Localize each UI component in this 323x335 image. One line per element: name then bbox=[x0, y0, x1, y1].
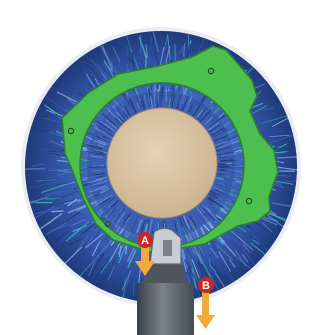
iris-fiber bbox=[24, 169, 45, 170]
marker-a-label: A bbox=[141, 235, 149, 247]
marker-b-arrow-shaft bbox=[202, 290, 209, 316]
inner-iris-fiber bbox=[89, 167, 106, 168]
instrument-handle bbox=[137, 283, 194, 335]
inner-iris-fiber bbox=[157, 96, 158, 109]
instrument-slot bbox=[163, 240, 172, 256]
marker-b-label: B bbox=[202, 280, 210, 292]
inner-iris-fiber bbox=[219, 167, 231, 168]
marker-b-arrow-head bbox=[196, 315, 215, 329]
inner-iris-fiber bbox=[164, 99, 165, 107]
marker-b: B bbox=[196, 277, 215, 329]
inner-iris-fiber bbox=[153, 223, 154, 231]
pupil bbox=[107, 108, 217, 218]
inner-iris-fiber bbox=[218, 170, 226, 171]
inner-iris-fiber bbox=[88, 162, 104, 163]
